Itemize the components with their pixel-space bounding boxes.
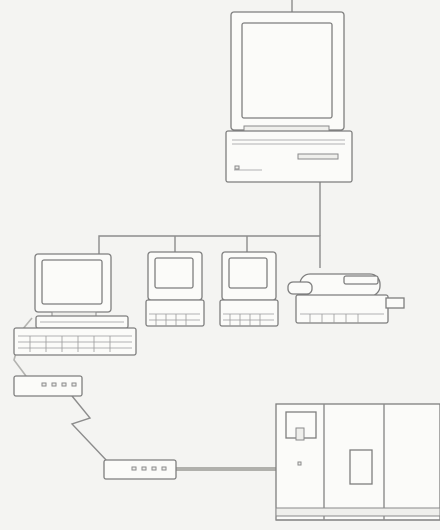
large-monitor-desktop-icon — [225, 11, 353, 183]
modem-icon — [13, 375, 83, 397]
printer-icon — [287, 273, 405, 324]
desktop-computer-icon — [13, 253, 137, 356]
server-workstation[interactable] — [225, 11, 353, 183]
compact-mac-1[interactable] — [145, 251, 205, 327]
modem-icon — [103, 459, 177, 480]
network-bus — [98, 235, 321, 268]
mainframe-cabinet-icon — [275, 403, 440, 521]
keyboard-keys — [18, 335, 132, 352]
compact-mac-2[interactable] — [219, 251, 279, 327]
modem-1[interactable] — [13, 375, 83, 397]
modem-2[interactable] — [103, 459, 177, 480]
link-modem-lightning — [70, 395, 109, 463]
compact-computer-icon — [145, 251, 205, 327]
compact-computer-icon — [219, 251, 279, 327]
laser-printer[interactable] — [287, 273, 405, 324]
workstation-left[interactable] — [13, 253, 137, 356]
mainframe[interactable] — [275, 403, 440, 521]
